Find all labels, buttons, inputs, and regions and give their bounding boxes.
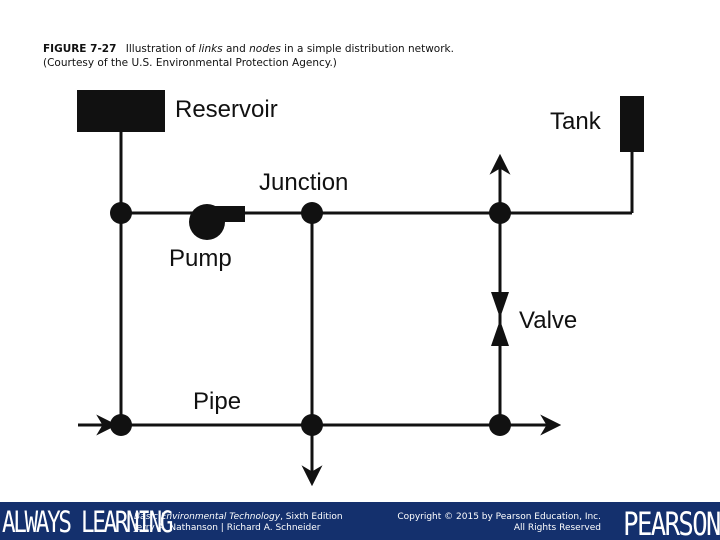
junction-node-1 bbox=[110, 202, 132, 224]
rights-text: All Rights Reserved bbox=[513, 523, 601, 533]
reservoir-label: Reservoir bbox=[175, 96, 278, 123]
figure-number: FIGURE 7-27 bbox=[43, 43, 117, 55]
junction-node-3 bbox=[489, 202, 511, 224]
valve-icon bbox=[491, 292, 509, 346]
junction-node-5 bbox=[301, 414, 323, 436]
tank-shape bbox=[620, 96, 644, 152]
junction-node-6 bbox=[489, 414, 511, 436]
valve-label: Valve bbox=[519, 307, 578, 334]
caption-line-1: FIGURE 7-27 Illustration of links and no… bbox=[43, 42, 563, 56]
caption-credit: (Courtesy of the U.S. Environmental Prot… bbox=[43, 57, 337, 69]
book-title: Basic Environmental Technology bbox=[134, 512, 281, 522]
book-edition: , Sixth Edition bbox=[280, 512, 343, 522]
reservoir-shape bbox=[77, 90, 165, 132]
pearson-logo: PEARSON bbox=[623, 505, 720, 540]
tank-label: Tank bbox=[550, 108, 601, 135]
always-learning-tagline: ALWAYS LEARNING bbox=[2, 505, 174, 539]
junction-node-4 bbox=[110, 414, 132, 436]
pipe-label: Pipe bbox=[193, 388, 242, 415]
pump-label: Pump bbox=[169, 245, 232, 272]
junction-node-2 bbox=[301, 202, 323, 224]
copyright-text: Copyright © 2015 by Pearson Education, I… bbox=[397, 512, 601, 522]
caption-nodes-word: nodes bbox=[249, 43, 281, 55]
figure-caption: FIGURE 7-27 Illustration of links and no… bbox=[43, 42, 563, 70]
footer-bar: ALWAYS LEARNING Basic Environmental Tech… bbox=[0, 502, 720, 540]
junction-label: Junction bbox=[259, 169, 349, 196]
distribution-network-diagram bbox=[77, 90, 644, 487]
book-title-line: Basic Environmental Technology, Sixth Ed… bbox=[134, 512, 343, 523]
caption-and-word: and bbox=[226, 43, 246, 55]
book-info: Basic Environmental Technology, Sixth Ed… bbox=[134, 512, 343, 534]
book-authors: Jerry A. Nathanson | Richard A. Schneide… bbox=[134, 523, 321, 533]
caption-links-word: links bbox=[198, 43, 223, 55]
caption-text-1: Illustration of bbox=[125, 43, 196, 55]
copyright-info: Copyright © 2015 by Pearson Education, I… bbox=[397, 512, 601, 534]
caption-text-2: in a simple distribution network. bbox=[284, 43, 454, 55]
pump-icon bbox=[189, 204, 245, 240]
